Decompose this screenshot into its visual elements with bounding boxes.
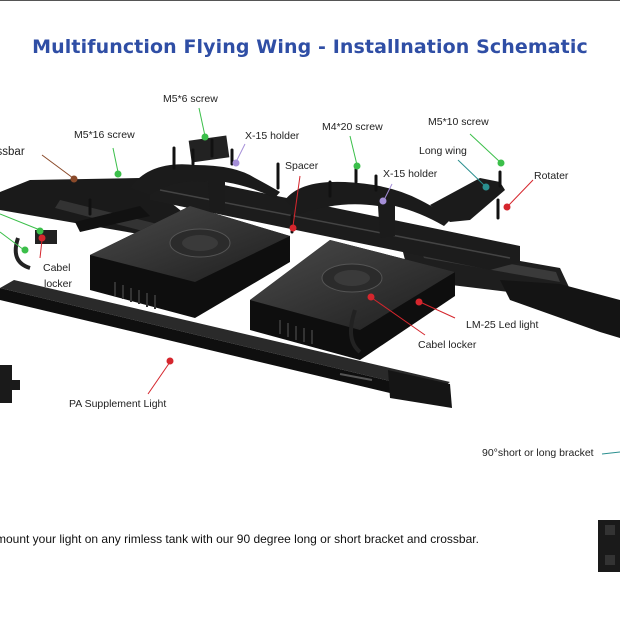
label-m5x10-screw: M5*10 screw xyxy=(428,116,489,128)
label-x15-holder-right: X-15 holder xyxy=(383,168,438,180)
label-m5x6-screw: M5*6 screw xyxy=(163,93,218,105)
label-lm25-led-light: LM-25 Led light xyxy=(466,319,539,331)
label-cabel-locker-left-line2: locker xyxy=(44,278,73,290)
label-long-wing: Long wing xyxy=(419,145,467,157)
pa-supplement-light-bar xyxy=(0,280,452,408)
bracket-right xyxy=(598,520,620,572)
cabel-locker-right xyxy=(349,309,362,354)
label-rotater: Rotater xyxy=(534,170,569,182)
top-border-line xyxy=(0,0,620,1)
label-m4x20-screw: M4*20 screw xyxy=(322,121,383,133)
x15-holder-right xyxy=(285,181,450,238)
bracket-left xyxy=(0,365,20,403)
screws xyxy=(88,138,502,234)
marker-dots xyxy=(21,133,511,365)
label-m5x16-screw: M5*16 screw xyxy=(74,129,135,141)
page-title: Multifunction Flying Wing - Installnatio… xyxy=(32,36,588,58)
label-x15-holder-left: X-15 holder xyxy=(245,130,300,142)
label-spacer: Spacer xyxy=(285,160,319,172)
leader-lines xyxy=(0,107,620,455)
x15-holder-left xyxy=(130,135,280,212)
lm25-led-light-right xyxy=(250,240,455,360)
label-bracket: 90°short or long bracket xyxy=(482,447,594,459)
label-cabel-locker-right: Cabel locker xyxy=(418,339,477,351)
caption-text: mount your light on any rimless tank wit… xyxy=(0,532,479,546)
label-crossbar: Crossbar xyxy=(0,146,25,158)
label-pa-supplement-light: PA Supplement Light xyxy=(69,398,167,410)
lm25-led-light-left xyxy=(90,206,290,318)
label-cabel-locker-left-line1: Cabel xyxy=(43,262,71,274)
